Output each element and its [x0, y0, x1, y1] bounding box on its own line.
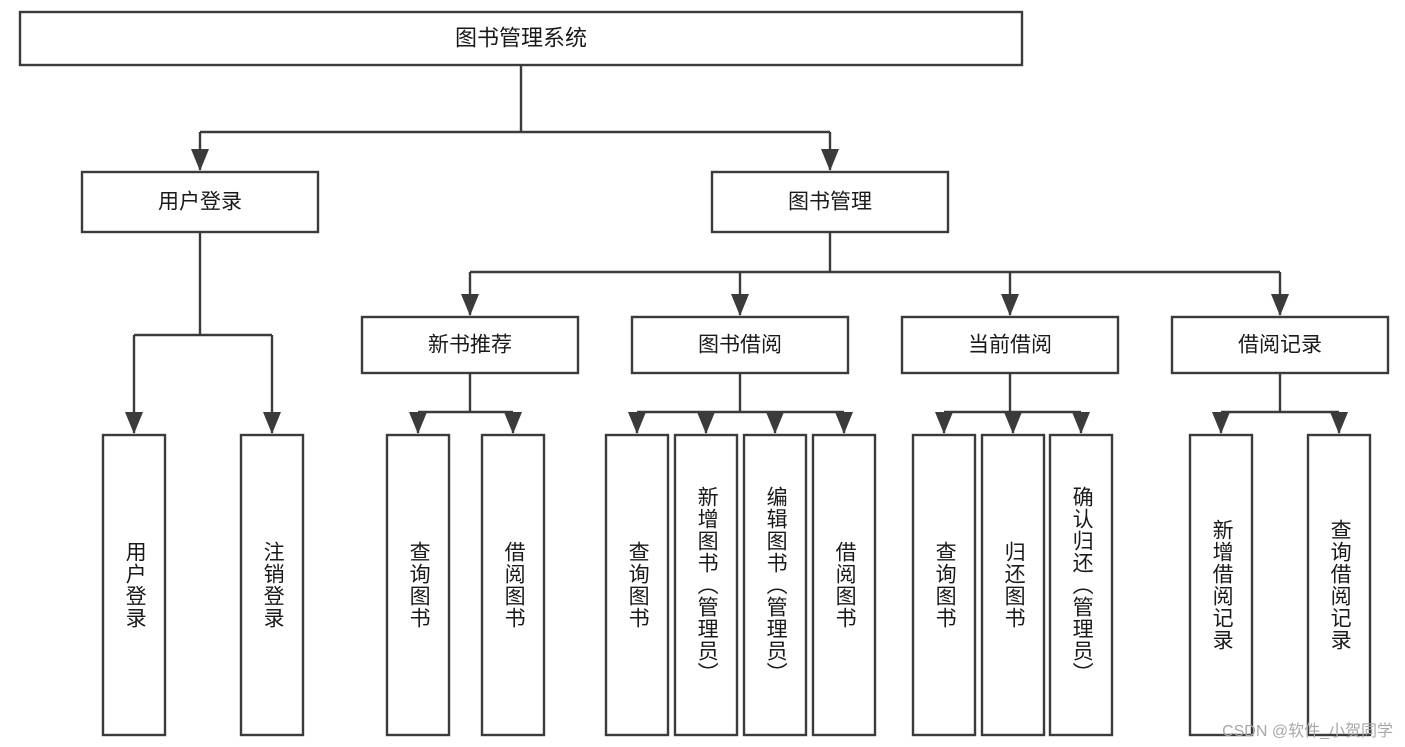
arrow-head-icon — [125, 412, 143, 434]
arrow-head-icon — [461, 294, 479, 316]
arrow-head-icon — [504, 412, 522, 434]
node-box-leaf-8[interactable] — [911, 433, 977, 737]
node-box-leaf-12[interactable] — [1306, 433, 1372, 737]
node-box-leaf-10[interactable] — [1048, 433, 1114, 737]
arrow-head-icon — [731, 294, 749, 316]
node-box-leaf-0[interactable] — [101, 433, 167, 737]
arrow-head-icon — [263, 412, 281, 434]
node-box-leaf-3[interactable] — [480, 433, 546, 737]
arrow-head-icon — [1072, 412, 1090, 434]
watermark-text: CSDN @软件_小贺同学 — [1222, 723, 1393, 740]
arrow-head-icon — [1004, 412, 1022, 434]
arrow-head-icon — [1330, 412, 1348, 434]
node-box-l3-0[interactable] — [360, 315, 580, 375]
arrow-head-icon — [766, 412, 784, 434]
node-box-leaf-9[interactable] — [980, 433, 1046, 737]
node-label-l3-1: 图书借阅 — [698, 334, 782, 357]
arrow-head-icon — [1271, 294, 1289, 316]
node-box-l3-2[interactable] — [900, 315, 1120, 375]
node-box-l2-1[interactable] — [710, 170, 950, 234]
node-box-leaf-7[interactable] — [811, 433, 877, 737]
node-label-l3-3: 借阅记录 — [1238, 334, 1322, 357]
arrow-head-icon — [935, 412, 953, 434]
node-box-leaf-4[interactable] — [604, 433, 670, 737]
node-label-root: 图书管理系统 — [455, 25, 587, 50]
node-box-l2-0[interactable] — [80, 170, 320, 234]
arrow-head-icon — [821, 149, 839, 171]
arrow-head-icon — [1001, 294, 1019, 316]
node-box-leaf-6[interactable] — [742, 433, 808, 737]
connectors-layer — [125, 65, 1348, 434]
node-box-leaf-5[interactable] — [673, 433, 739, 737]
node-label-l3-0: 新书推荐 — [428, 334, 512, 357]
node-box-l3-3[interactable] — [1170, 315, 1390, 375]
node-label-l2-1: 图书管理 — [788, 191, 872, 214]
node-box-leaf-1[interactable] — [239, 433, 305, 737]
arrow-head-icon — [1212, 412, 1230, 434]
node-label-l2-0: 用户登录 — [158, 191, 242, 214]
arrow-head-icon — [697, 412, 715, 434]
node-label-l3-2: 当前借阅 — [968, 334, 1052, 357]
node-box-root[interactable] — [18, 10, 1024, 67]
node-boxes-layer — [18, 10, 1390, 737]
node-box-l3-1[interactable] — [630, 315, 850, 375]
arrow-head-icon — [835, 412, 853, 434]
arrow-head-icon — [191, 149, 209, 171]
node-box-leaf-11[interactable] — [1188, 433, 1254, 737]
arrow-head-icon — [628, 412, 646, 434]
node-box-leaf-2[interactable] — [385, 433, 451, 737]
arrow-head-icon — [409, 412, 427, 434]
